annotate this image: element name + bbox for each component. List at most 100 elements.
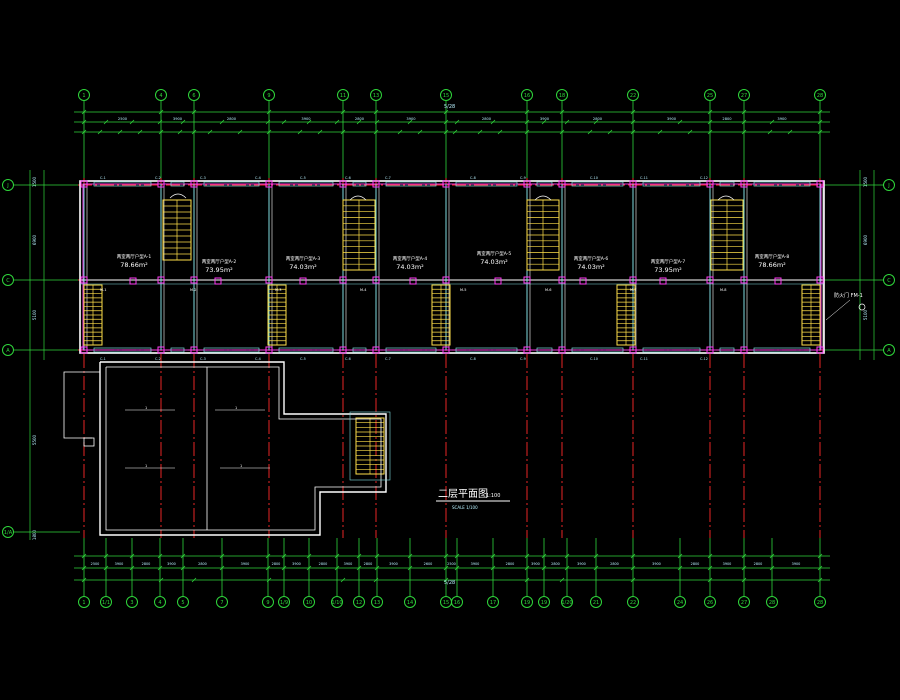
column	[80, 180, 88, 188]
door-tag: M-1	[100, 288, 107, 292]
dim-tick	[129, 119, 135, 125]
dim-tick	[97, 129, 103, 135]
room-label-5: 两室两厅户型A-574.03m²	[477, 250, 512, 266]
left-dim-text: 5100	[32, 309, 37, 320]
left-axis-label: J	[6, 183, 8, 189]
top-dim-text: 3900	[173, 117, 183, 121]
column	[190, 180, 198, 188]
column	[706, 276, 714, 284]
dim-tick	[137, 129, 143, 135]
bottom-dim-text: 3900	[792, 562, 801, 566]
top-axis-circle	[556, 89, 568, 101]
window-bottom	[93, 347, 152, 353]
dim-tick	[177, 129, 183, 135]
room-label-3: 两室两厅户型A-374.03m²	[286, 255, 321, 271]
corridor-column	[129, 277, 137, 285]
top-dim-text: 2500	[118, 117, 128, 121]
window-tag-top: C-4	[255, 176, 261, 180]
column	[80, 276, 88, 284]
bottom-dim-text: 3900	[241, 562, 250, 566]
bottom-dim-text: 3900	[344, 562, 353, 566]
window-top	[536, 181, 553, 187]
room-label-1: 两室两厅户型A-178.66m²	[117, 253, 152, 269]
room-label-4: 两室两厅户型A-474.03m²	[393, 255, 428, 271]
top-dim-text: 3900	[406, 117, 416, 121]
top-axis-circle	[155, 89, 167, 101]
window-tag-bottom: C-2	[155, 357, 161, 361]
window-bottom	[170, 347, 185, 353]
bottom-axis-label: 15	[443, 600, 449, 606]
dim-tick	[237, 129, 243, 135]
room-name: 两室两厅户型A-3	[286, 255, 321, 262]
lower-block-wall-inner	[105, 366, 382, 531]
column	[80, 346, 88, 354]
window-top	[719, 181, 735, 187]
bottom-axis-label: 28	[769, 600, 775, 606]
bottom-axis-circle	[78, 596, 90, 608]
window-tag-bottom: C-8	[470, 357, 476, 361]
bottom-dim-text: 2800	[364, 562, 373, 566]
bottom-dim-text: 2800	[691, 562, 700, 566]
column	[265, 276, 273, 284]
window-tag-bottom: C-7	[385, 357, 391, 361]
lower-room-label: 1	[240, 464, 242, 468]
dim-tick	[587, 129, 593, 135]
outer-wall	[79, 180, 825, 354]
window-tag-top: C-10	[590, 176, 598, 180]
top-axis-label: 28	[817, 93, 823, 99]
window-tag-bottom: C-6	[345, 357, 351, 361]
bottom-axis-circle	[331, 596, 343, 608]
bottom-axis-label: 19	[524, 600, 530, 606]
door-tag: M-8	[720, 288, 727, 292]
window-top	[352, 181, 367, 187]
dim-tick	[397, 129, 403, 135]
column	[816, 180, 824, 188]
top-dim-text: 3900	[540, 117, 550, 121]
window-tag-bottom: C-5	[300, 357, 306, 361]
drawing-title-block: 二层平面图 1:100 SCALE 1/100	[436, 488, 510, 510]
bottom-dim-text: 3900	[115, 562, 124, 566]
column	[740, 346, 748, 354]
room-area: 74.03m²	[396, 263, 424, 271]
left-dim-text: 6900	[32, 234, 37, 245]
top-dim-text: 2800	[722, 117, 732, 121]
bottom-axis-circle	[704, 596, 716, 608]
bottom-dim-text: 2800	[142, 562, 151, 566]
door-tag: M-5	[460, 288, 467, 292]
door-tag: M-3	[275, 288, 282, 292]
dim-tick	[677, 119, 683, 125]
window-bottom	[642, 347, 701, 353]
bottom-axis-circle	[154, 596, 166, 608]
window-tag-top: C-1	[100, 176, 106, 180]
bottom-axis-circle	[590, 596, 602, 608]
column	[442, 346, 450, 354]
corridor-column	[214, 277, 222, 285]
room-area: 74.03m²	[480, 258, 508, 266]
bottom-dim-text: 2800	[319, 562, 328, 566]
bottom-axis-label: 22	[630, 600, 636, 606]
top-dim-text: 2800	[355, 117, 365, 121]
window-bottom	[352, 347, 367, 353]
top-axis-circle	[521, 89, 533, 101]
overall-dimension-bottom: 5/28	[444, 580, 455, 586]
bottom-axis-circle	[177, 596, 189, 608]
column	[442, 276, 450, 284]
top-dim-text: 3900	[667, 117, 677, 121]
bottom-dim-text: 3900	[652, 562, 661, 566]
left-axis-label: C	[6, 278, 10, 284]
door-swing	[169, 193, 187, 199]
top-axis-label: 11	[340, 93, 346, 99]
lower-room-label: 1	[145, 406, 147, 410]
corridor-column	[774, 277, 782, 285]
dim-tick	[497, 129, 503, 135]
bottom-dim-text: 2500	[91, 562, 100, 566]
bottom-dim-text: 2800	[506, 562, 515, 566]
column	[740, 276, 748, 284]
bottom-axis-label: 1/1	[102, 600, 110, 606]
window-top	[571, 181, 624, 187]
column	[523, 276, 531, 284]
dim-tick	[769, 119, 775, 125]
